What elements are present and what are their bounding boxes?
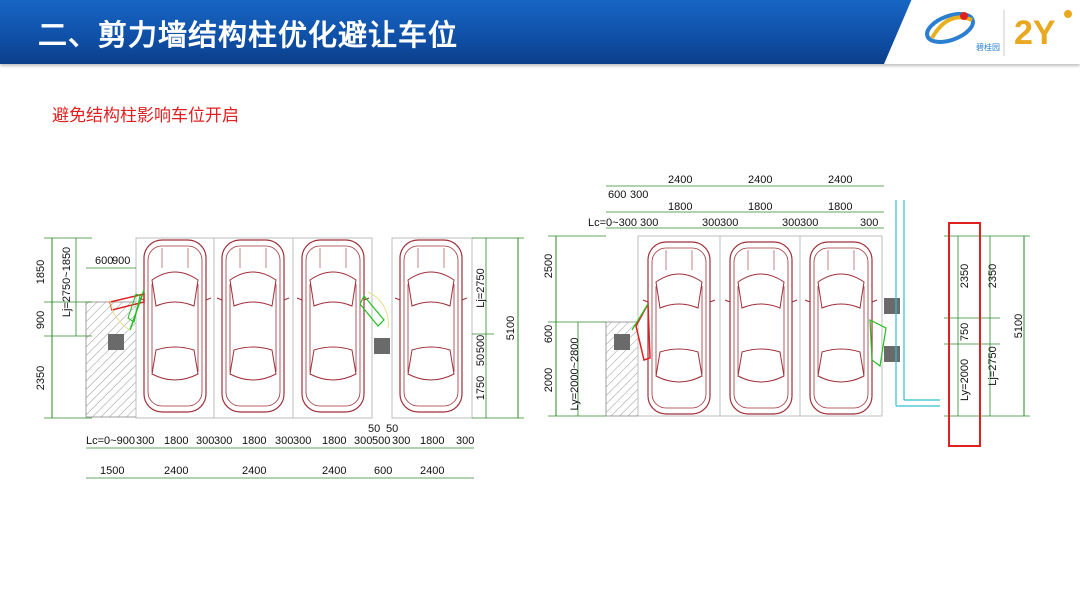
dim-r-top2-b: 1800 xyxy=(748,201,772,213)
dim-r-right-750: 750 xyxy=(959,323,971,341)
subtitle: 避免结构柱影响车位开启 xyxy=(52,106,239,126)
dim-r-t3-3: 300 xyxy=(720,217,738,229)
anniversary-label: 2Y xyxy=(1014,14,1056,52)
car-4 xyxy=(394,239,468,413)
logo-text: 碧桂园 xyxy=(976,42,1000,52)
dim-b13: 300 xyxy=(456,435,474,447)
car-7 xyxy=(804,241,878,415)
dim-r-top1-c: 2400 xyxy=(828,174,852,186)
dim-right-50: 50 xyxy=(475,354,487,366)
car-6 xyxy=(724,241,798,415)
dim-b4: 300 xyxy=(214,435,232,447)
left-shear-wall xyxy=(85,301,137,418)
dim-r-lc: Lc=0~300 xyxy=(588,217,637,229)
dim-b12: 1800 xyxy=(420,435,444,447)
dim-left-3: 2350 xyxy=(35,366,47,390)
dim-b10: 500 xyxy=(372,435,390,447)
dim-left-2: 900 xyxy=(35,311,47,329)
dim-r-left-inner: Ly=2000~2800 xyxy=(569,338,581,411)
dim-b2: 1800 xyxy=(164,435,188,447)
dim-b8: 1800 xyxy=(322,435,346,447)
dim-b5: 1800 xyxy=(242,435,266,447)
dim-b9: 300 xyxy=(354,435,372,447)
dim-r-t3-4: 300 xyxy=(782,217,800,229)
dim-r-t3-6: 300 xyxy=(860,217,878,229)
car-1 xyxy=(138,239,212,413)
dim-top-2: 900 xyxy=(112,255,130,267)
dim-right-1750: 1750 xyxy=(475,376,487,400)
dim-c2: 2400 xyxy=(164,465,188,477)
right-parking-plan: 2400 2400 2400 600 300 1800 1800 1800 Lc… xyxy=(543,174,1030,447)
dim-c3: 2400 xyxy=(242,465,266,477)
car-5 xyxy=(642,241,716,415)
dim-b11: 300 xyxy=(392,435,410,447)
left-parking-plan: 1850 900 2350 Lj=2750~1850 600 900 Lj=27… xyxy=(35,237,524,479)
structural-column xyxy=(108,334,124,350)
dim-bottom-50-a: 50 xyxy=(368,423,380,435)
dim-r-right-2350b: 2350 xyxy=(987,264,999,288)
dim-r-right-2350a: 2350 xyxy=(959,264,971,288)
car-3 xyxy=(296,239,370,413)
dim-r-top2-c: 1800 xyxy=(828,201,852,213)
dim-left-inner: Lj=2750~1850 xyxy=(61,247,73,317)
logo-area: 碧桂园 2Y xyxy=(884,0,1080,64)
structural-column xyxy=(374,338,390,354)
dim-r-t3-2: 300 xyxy=(702,217,720,229)
dim-b1: 300 xyxy=(136,435,154,447)
dim-c5: 600 xyxy=(374,465,392,477)
dim-right-lj: Lj=2750 xyxy=(475,268,487,307)
dim-r-right-lj: Lj=2750 xyxy=(987,346,999,385)
highlight-box xyxy=(948,222,981,447)
dim-r-top2-a: 1800 xyxy=(668,201,692,213)
dim-b3: 300 xyxy=(196,435,214,447)
structural-column xyxy=(614,334,630,350)
dim-r-left-3: 2000 xyxy=(543,368,555,392)
structural-column xyxy=(884,298,900,314)
dim-r-600: 600 xyxy=(608,189,626,201)
dim-left-1: 1850 xyxy=(35,260,47,284)
dim-b6: 300 xyxy=(275,435,293,447)
dim-r-left-1: 2500 xyxy=(543,254,555,278)
dim-r-left-2: 600 xyxy=(543,325,555,343)
dim-c6: 2400 xyxy=(420,465,444,477)
dim-c4: 2400 xyxy=(322,465,346,477)
dim-right-total: 5100 xyxy=(505,316,517,340)
company-logo-icon: 碧桂园 2Y xyxy=(925,10,1072,56)
car-door-open xyxy=(635,301,651,361)
dim-r-right-ly: Ly=2000 xyxy=(959,359,971,401)
dim-r-300: 300 xyxy=(630,189,648,201)
title-bar: 二、剪力墙结构柱优化避让车位 碧桂园 2Y xyxy=(0,0,1080,64)
dim-r-top1-a: 2400 xyxy=(668,174,692,186)
dim-top-1: 600 xyxy=(95,255,113,267)
dim-b7: 300 xyxy=(293,435,311,447)
dim-right-500: 500 xyxy=(475,335,487,353)
dim-r-right-total: 5100 xyxy=(1013,314,1025,338)
page-title: 二、剪力墙结构柱优化避让车位 xyxy=(38,18,459,52)
dim-c1: 1500 xyxy=(100,465,124,477)
dim-r-t3-1: 300 xyxy=(640,217,658,229)
structural-column xyxy=(884,346,900,362)
dim-r-top1-b: 2400 xyxy=(748,174,772,186)
dim-bottom-50-b: 50 xyxy=(386,423,398,435)
car-2 xyxy=(216,239,290,413)
dim-r-t3-5: 300 xyxy=(800,217,818,229)
dim-bottom-lc: Lc=0~900 xyxy=(86,435,135,447)
